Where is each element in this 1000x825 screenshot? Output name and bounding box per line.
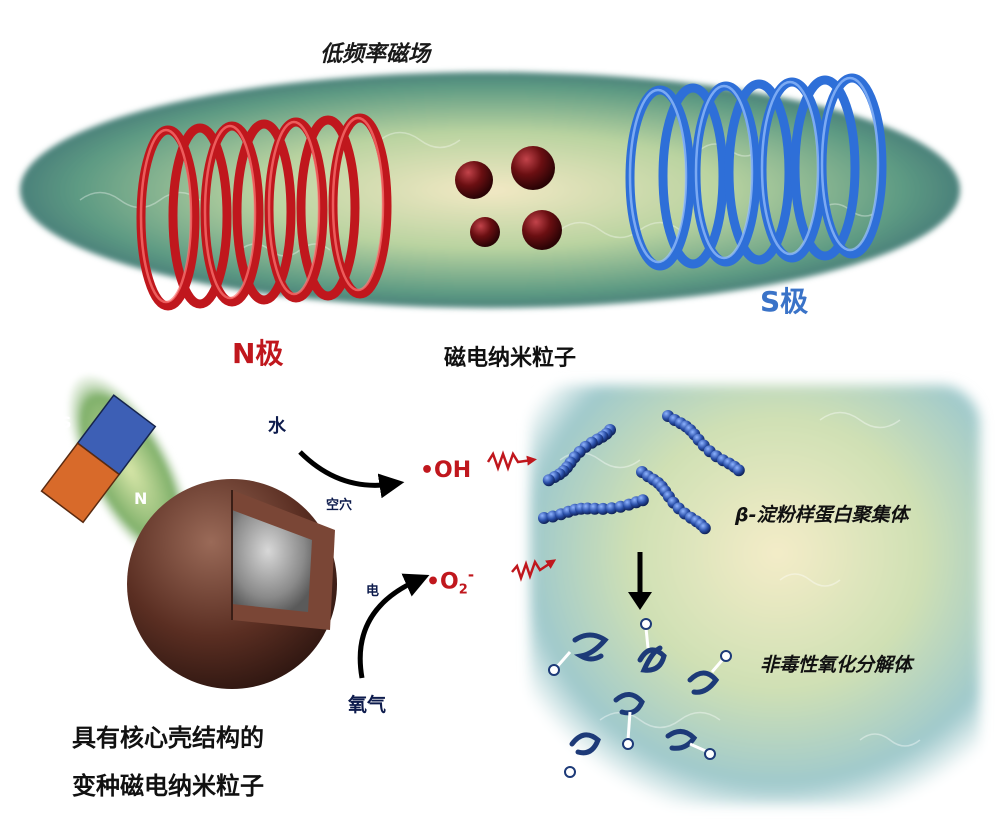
amyloid-bead <box>636 494 649 507</box>
n-pole-coil-highlight <box>139 116 385 304</box>
oxygen-arrow <box>357 573 430 679</box>
s-pole-label: S极 <box>760 285 809 318</box>
s-pole-coil-highlight <box>628 76 880 264</box>
water-arrow <box>298 450 405 499</box>
nanoparticle-label: 磁电纳米粒子 <box>444 346 577 371</box>
nanoparticles <box>455 146 562 250</box>
electron-label: 电 <box>366 584 380 599</box>
n-pole-label: N极 <box>232 337 284 370</box>
amyloid-label: β-淀粉样蛋白聚集体 <box>735 504 909 526</box>
oxygen-label: 氧气 <box>348 694 387 716</box>
amyloid-bead <box>542 474 555 487</box>
amyloid-bead <box>732 464 745 477</box>
superoxide-base: •O <box>426 569 459 595</box>
field-title: 低频率磁场 <box>320 42 431 67</box>
hole-label: 空穴 <box>326 498 353 513</box>
core-shell-caption-line1: 具有核心壳结构的 <box>72 724 264 752</box>
nanoparticle <box>522 210 562 250</box>
superoxide-superscript: - <box>467 566 475 584</box>
degradation-arrow <box>628 552 652 610</box>
magnet-n-label: N <box>134 489 147 508</box>
nanoparticle <box>511 146 555 190</box>
nontoxic-fragments <box>569 632 720 756</box>
amyloid-bead <box>698 522 711 535</box>
amyloid-aggregates <box>538 410 745 535</box>
o2-wave-arrow <box>511 559 557 582</box>
nontoxic-label: 非毒性氧化分解体 <box>760 654 913 676</box>
fragment-tips <box>548 618 732 778</box>
oh-radical-label: •OH <box>420 458 472 483</box>
oh-wave-arrow <box>486 450 537 472</box>
superoxide-label: •O2- <box>426 566 474 598</box>
superoxide-subscript: 2 <box>458 582 468 598</box>
nanoparticle <box>470 217 500 247</box>
bar-magnet <box>40 394 157 524</box>
nanoparticle <box>455 161 493 199</box>
amyloid-bead <box>597 502 609 515</box>
water-label: 水 <box>268 416 286 437</box>
core-shell-particle <box>127 479 337 689</box>
amyloid-bead <box>605 502 618 515</box>
core-shell-caption-line2: 变种磁电纳米粒子 <box>72 772 264 800</box>
magnet-s-label: S <box>60 413 72 432</box>
